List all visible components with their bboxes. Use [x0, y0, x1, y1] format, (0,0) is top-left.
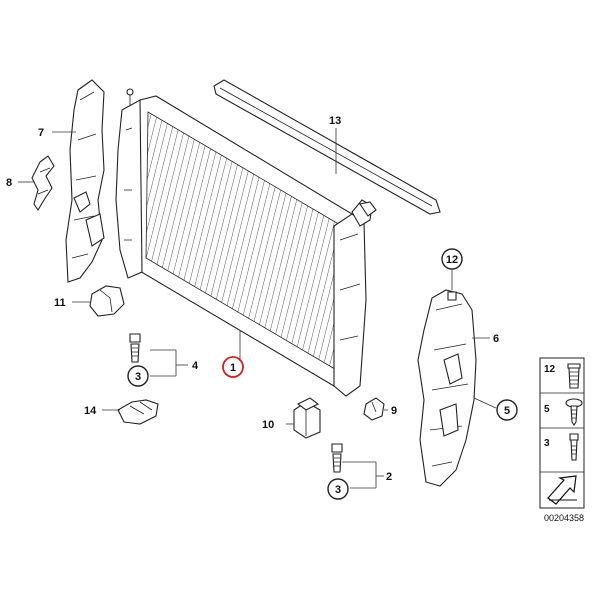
callout-6[interactable]: 6 — [493, 333, 499, 345]
callout-3-right: 3 — [335, 484, 341, 496]
radiator-part-1[interactable] — [115, 88, 377, 397]
diagram-number: 00204358 — [544, 513, 584, 523]
legend-label-12: 12 — [544, 364, 556, 375]
callout-4[interactable]: 4 — [192, 360, 199, 372]
callout-1: 1 — [230, 362, 236, 374]
bracket-part-11[interactable] — [89, 285, 125, 317]
fastener-legend: 12 5 3 — [539, 357, 585, 509]
callout-8[interactable]: 8 — [6, 177, 12, 189]
direction-arrow-icon — [547, 475, 577, 505]
bracket-part-8[interactable] — [31, 155, 55, 212]
legend-label-5: 5 — [544, 404, 550, 415]
callout-9[interactable]: 9 — [391, 405, 397, 417]
callout-1-circle[interactable]: 1 — [222, 356, 244, 378]
callout-12-circle[interactable]: 12 — [441, 248, 463, 270]
bolt-right[interactable] — [331, 443, 343, 473]
bolt-left[interactable] — [129, 333, 141, 363]
air-guide-left-part-7[interactable] — [65, 79, 105, 283]
callout-12: 12 — [446, 254, 458, 266]
callout-13[interactable]: 13 — [329, 115, 341, 127]
callout-10[interactable]: 10 — [262, 419, 274, 431]
callout-3-left: 3 — [135, 371, 141, 383]
push-rivet-icon — [567, 363, 581, 389]
air-guide-right-part-6[interactable] — [417, 289, 477, 487]
bolt-icon — [569, 433, 579, 461]
legend-label-3: 3 — [544, 438, 550, 449]
leader-lines — [18, 128, 497, 489]
rubber-mount-part-10[interactable] — [293, 397, 321, 439]
bracket-part-14[interactable] — [117, 399, 159, 425]
callout-3-right-circle[interactable]: 3 — [327, 478, 349, 500]
callout-11[interactable]: 11 — [54, 297, 66, 309]
callout-2[interactable]: 2 — [386, 471, 392, 483]
seal-strip-part-13[interactable] — [213, 79, 441, 215]
callouts: 7 8 11 4 14 10 9 2 13 6 1 3 3 12 5 — [6, 115, 518, 500]
screw-icon — [565, 398, 583, 426]
clip-part-9[interactable] — [363, 397, 385, 421]
callout-7[interactable]: 7 — [38, 127, 44, 139]
callout-5-circle[interactable]: 5 — [496, 399, 518, 421]
callout-14[interactable]: 14 — [84, 405, 97, 417]
callout-3-left-circle[interactable]: 3 — [127, 365, 149, 387]
callout-5: 5 — [504, 405, 510, 417]
